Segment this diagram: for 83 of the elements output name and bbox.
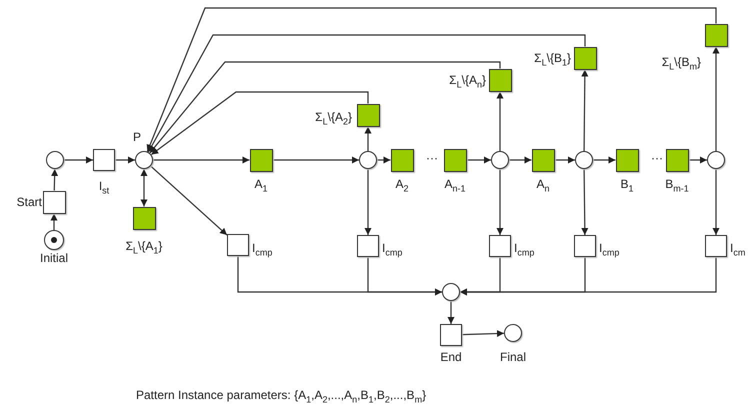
transition-box <box>574 235 596 257</box>
arrow <box>593 156 616 164</box>
node-caption: A$_{2}$ <box>395 177 409 196</box>
arrow <box>509 156 532 164</box>
node-caption: Initial <box>40 251 68 265</box>
place-circle <box>491 151 509 169</box>
node-caption: Σ$_{L}$\{A$_{1}$} <box>126 239 162 258</box>
arrow <box>466 156 491 164</box>
node-caption: End <box>440 350 462 364</box>
arrow <box>148 34 586 152</box>
arrow <box>367 257 442 296</box>
transition-box <box>357 235 379 257</box>
arrow <box>460 257 717 296</box>
place-circle <box>44 230 64 250</box>
activity-transition <box>444 148 466 172</box>
node-caption: I$_{cmp}$ <box>252 241 272 260</box>
node-caption: B$_{m-1}$ <box>665 177 689 196</box>
activity-transition <box>390 148 414 172</box>
activity-transition <box>132 206 156 230</box>
arrow <box>50 214 58 230</box>
arrow <box>140 169 148 206</box>
ellipsis: ··· <box>651 151 663 165</box>
transition-box <box>489 235 511 257</box>
node-caption: I$_{st}$ <box>98 179 110 198</box>
ellipsis: ··· <box>426 151 438 165</box>
node-caption: I$_{cmp}$ <box>599 241 620 260</box>
arrow <box>153 156 250 164</box>
arrow <box>272 156 359 164</box>
arrow <box>496 92 504 151</box>
arrow <box>448 301 454 324</box>
arrow <box>150 91 369 156</box>
node-caption: Σ$_{L}$\{B$_{m}$} <box>662 55 701 74</box>
node-caption: I$_{cmp}$ <box>514 241 534 260</box>
arrow <box>364 169 372 235</box>
node-caption: Final <box>500 350 526 364</box>
node-caption: Σ$_{L}$\{B$_{1}$} <box>534 51 571 70</box>
node-caption: A$_{1}$ <box>254 177 268 196</box>
node-caption: Σ$_{L}$\{A$_{n}$} <box>449 73 486 92</box>
activity-transition <box>616 148 638 172</box>
node-caption: I$_{cmp}$ <box>382 241 402 260</box>
place-circle <box>135 151 153 169</box>
note-text: Pattern Instance parameters: {A$_{1}$,A$_{2}$,...,A$_{n}$,B$_{1}$,B$_{2}$,...,B$_{m}$} <box>136 388 426 406</box>
transition-box <box>93 149 115 171</box>
transition-box <box>705 235 727 257</box>
transition-box <box>227 234 249 256</box>
arrow <box>462 330 504 338</box>
arrow <box>150 166 228 236</box>
arrow <box>712 169 720 235</box>
place-circle <box>575 151 593 169</box>
place-circle <box>504 324 522 342</box>
arrow <box>51 168 58 191</box>
activity-transition <box>666 148 688 172</box>
node-caption: A$_{n}$ <box>536 177 550 196</box>
activity-transition <box>356 104 380 126</box>
arrow <box>115 156 135 164</box>
arrow <box>64 156 93 164</box>
activity-transition <box>488 68 512 92</box>
node-caption: I$_{cm}$ <box>730 241 746 260</box>
arrow <box>581 169 588 235</box>
arrow <box>149 61 501 154</box>
node-caption: P <box>133 130 141 144</box>
transition-box <box>440 324 462 346</box>
arrow <box>377 156 390 164</box>
arrow <box>688 156 707 164</box>
place-circle <box>442 283 460 301</box>
place-circle <box>707 151 725 169</box>
arrow <box>581 70 588 151</box>
activity-transition <box>704 24 728 46</box>
node-caption: Σ$_{L}$\{A$_{2}$} <box>315 110 352 128</box>
node-caption: Start <box>16 195 42 209</box>
arrow <box>496 169 504 235</box>
activity-transition <box>250 148 272 172</box>
activity-transition <box>574 46 596 70</box>
arrow <box>554 156 575 164</box>
node-caption: A$_{n-1}$ <box>444 177 466 196</box>
activity-transition <box>532 148 554 172</box>
arrow <box>364 126 372 151</box>
place-circle <box>359 151 377 169</box>
arrow <box>146 7 717 152</box>
node-caption: B$_{1}$ <box>620 177 634 196</box>
place-circle <box>46 151 64 169</box>
transition-box <box>42 190 66 214</box>
arrow <box>712 46 720 151</box>
